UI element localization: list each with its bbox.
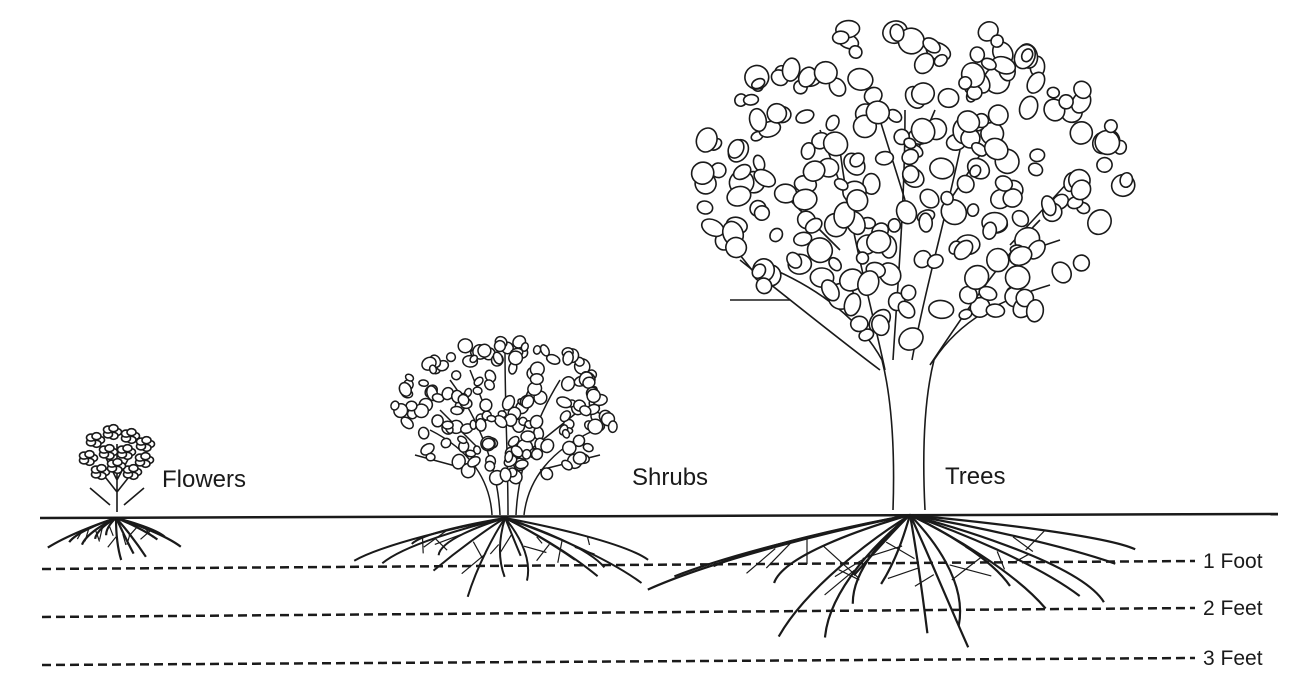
flower-petal xyxy=(142,437,151,444)
tree-leaf xyxy=(928,156,955,180)
shrub-leaf xyxy=(447,353,456,362)
tree-leaf xyxy=(743,94,759,106)
tree-root xyxy=(825,515,910,638)
tree-leaf xyxy=(1096,156,1114,173)
tree-root xyxy=(888,568,918,578)
flower-root xyxy=(108,537,116,547)
shrub-root xyxy=(500,518,505,577)
shrub-leaf xyxy=(442,421,453,429)
shrub-leaf xyxy=(419,379,429,386)
flower-petal xyxy=(113,459,122,466)
tree-leaf xyxy=(1058,94,1074,110)
shrub-root xyxy=(537,544,550,561)
flower-petal xyxy=(129,465,138,472)
flower-petal xyxy=(105,445,114,452)
flower-petal xyxy=(141,453,150,460)
depth-line-2-feet xyxy=(42,608,1195,617)
shrub-leaf xyxy=(530,374,543,385)
tree-leaf xyxy=(850,316,868,332)
tree-leaf xyxy=(986,248,1009,272)
flower-blooms xyxy=(80,425,155,480)
flower-petal xyxy=(92,433,101,440)
tree-leaf xyxy=(875,150,894,166)
flower-petal xyxy=(109,425,118,432)
shrub-leaf xyxy=(418,426,430,439)
flower-root xyxy=(129,528,137,537)
shrub-leaf xyxy=(521,431,535,442)
tree-leaf xyxy=(1047,87,1060,99)
tree-leaf xyxy=(1024,69,1049,96)
tree-leaf xyxy=(1048,259,1075,287)
tree-leaf xyxy=(1029,148,1045,162)
tree-leaves xyxy=(687,18,1137,355)
tree-roots xyxy=(648,515,1135,647)
tree-leaf xyxy=(1016,94,1040,122)
shrub-leaf xyxy=(451,406,463,415)
shrub-leaf xyxy=(539,466,555,482)
flower-petal xyxy=(85,451,94,458)
shrub-root xyxy=(462,553,486,573)
tree-root xyxy=(966,547,982,557)
shrub-leaves xyxy=(390,333,618,487)
tree-root xyxy=(910,515,1104,602)
shrub-leaf xyxy=(426,453,435,461)
shrub-roots xyxy=(354,518,648,597)
flower-petal xyxy=(127,429,136,436)
tree-leaf xyxy=(832,31,849,45)
shrub-root xyxy=(575,547,595,554)
tree-root xyxy=(853,515,910,604)
tree-leaf xyxy=(938,88,960,108)
tree-root xyxy=(950,565,992,576)
ground-line xyxy=(40,514,1278,518)
tree-leaf xyxy=(794,108,815,126)
tree-illustration xyxy=(648,18,1137,648)
tree-leaf xyxy=(888,218,901,232)
tree-leaf xyxy=(1070,252,1092,274)
tree-leaf xyxy=(824,113,842,132)
shrub-leaf xyxy=(451,371,461,380)
tree-leaf xyxy=(986,303,1005,318)
flower-roots xyxy=(48,518,181,560)
shrub-leaf xyxy=(473,376,485,388)
shrub-root xyxy=(500,535,511,552)
flower-root xyxy=(109,526,113,536)
tree-leaf xyxy=(696,200,714,216)
depth-line-3-feet xyxy=(42,658,1195,665)
shrub-leaf xyxy=(608,421,617,433)
tree-leaf xyxy=(895,324,927,355)
tree-root xyxy=(910,515,968,647)
shrub-leaf xyxy=(473,387,483,395)
tree-leaf xyxy=(928,299,954,319)
depth-label-2-feet: 2 Feet xyxy=(1203,598,1263,619)
depth-label-3-feet: 3 Feet xyxy=(1203,648,1263,669)
flower-illustration xyxy=(48,425,181,560)
shrub-root xyxy=(473,542,482,559)
tree-leaf xyxy=(916,186,942,212)
depth-label-1-foot: 1 Foot xyxy=(1203,551,1263,572)
label-trees: Trees xyxy=(945,465,1005,489)
label-flowers: Flowers xyxy=(162,468,246,492)
label-shrubs: Shrubs xyxy=(632,466,708,490)
tree-leaf xyxy=(1005,265,1031,290)
shrub-root xyxy=(490,545,498,555)
tree-leaf xyxy=(919,213,933,233)
tree-leaf xyxy=(767,226,785,244)
tree-root xyxy=(915,575,934,587)
tree-root xyxy=(952,557,982,580)
shrub-leaf xyxy=(439,436,452,449)
tree-leaf xyxy=(1027,161,1045,178)
shrub-leaf xyxy=(480,399,492,412)
shrub-leaf xyxy=(487,415,496,422)
flower-petal xyxy=(97,465,106,472)
shrub-illustration xyxy=(354,333,648,596)
tree-leaf xyxy=(902,165,919,183)
tree-leaf xyxy=(966,203,980,218)
shrub-root xyxy=(423,537,424,553)
flower-petal xyxy=(123,445,132,452)
